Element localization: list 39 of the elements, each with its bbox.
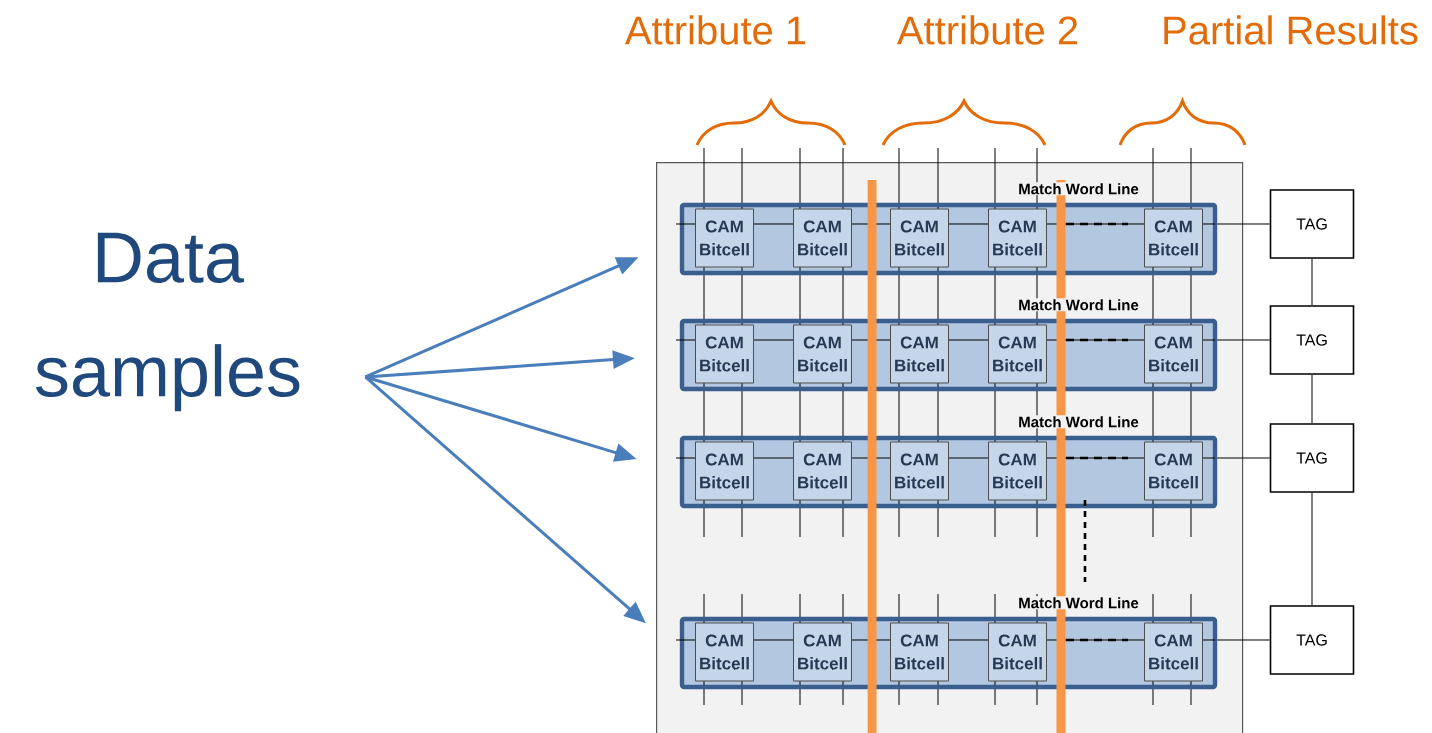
tag-box: TAG: [1269, 305, 1355, 375]
heading-text: Data samples: [35, 232, 300, 412]
bitcell-box: CAM Bitcell: [793, 324, 852, 384]
column-label: Attribute 2: [896, 15, 1078, 45]
line-label: Match Word Line: [1017, 182, 1140, 196]
connector: [1216, 223, 1271, 225]
bitcell-box: CAM Bitcell: [890, 208, 949, 268]
bitcell-box: CAM Bitcell: [793, 208, 852, 268]
bitcell-box: CAM Bitcell: [1144, 441, 1203, 501]
column-label: Partial Results: [1164, 15, 1418, 45]
column-label: Attribute 1: [624, 15, 806, 45]
connector: [1311, 374, 1313, 424]
line-label: Match Word Line: [1017, 596, 1140, 610]
bitcell-box: CAM Bitcell: [988, 441, 1047, 501]
bitcell-box: CAM Bitcell: [988, 208, 1047, 268]
tag-box: TAG: [1269, 605, 1355, 675]
bitcell-box: CAM Bitcell: [890, 622, 949, 682]
bitcell-box: CAM Bitcell: [988, 622, 1047, 682]
bitcell-box: CAM Bitcell: [695, 622, 754, 682]
connector: [1311, 258, 1313, 306]
line-label: Match Word Line: [1017, 415, 1140, 429]
bitcell-box: CAM Bitcell: [890, 324, 949, 384]
bitcell-box: CAM Bitcell: [695, 441, 754, 501]
line-label: Match Word Line: [1017, 298, 1140, 312]
connector: [1216, 339, 1271, 341]
bitcell-box: CAM Bitcell: [988, 324, 1047, 384]
connector: [1216, 639, 1271, 641]
tag-box: TAG: [1269, 189, 1355, 259]
bitcell-box: CAM Bitcell: [1144, 324, 1203, 384]
bitcell-box: CAM Bitcell: [695, 324, 754, 384]
bitcell-box: CAM Bitcell: [793, 622, 852, 682]
connector: [1216, 457, 1271, 459]
bitcell-box: CAM Bitcell: [1144, 622, 1203, 682]
bitcell-box: CAM Bitcell: [793, 441, 852, 501]
bitcell-box: CAM Bitcell: [695, 208, 754, 268]
bitcell-box: CAM Bitcell: [890, 441, 949, 501]
connector: [1311, 492, 1313, 606]
tag-box: TAG: [1269, 423, 1355, 493]
bitcell-box: CAM Bitcell: [1144, 208, 1203, 268]
